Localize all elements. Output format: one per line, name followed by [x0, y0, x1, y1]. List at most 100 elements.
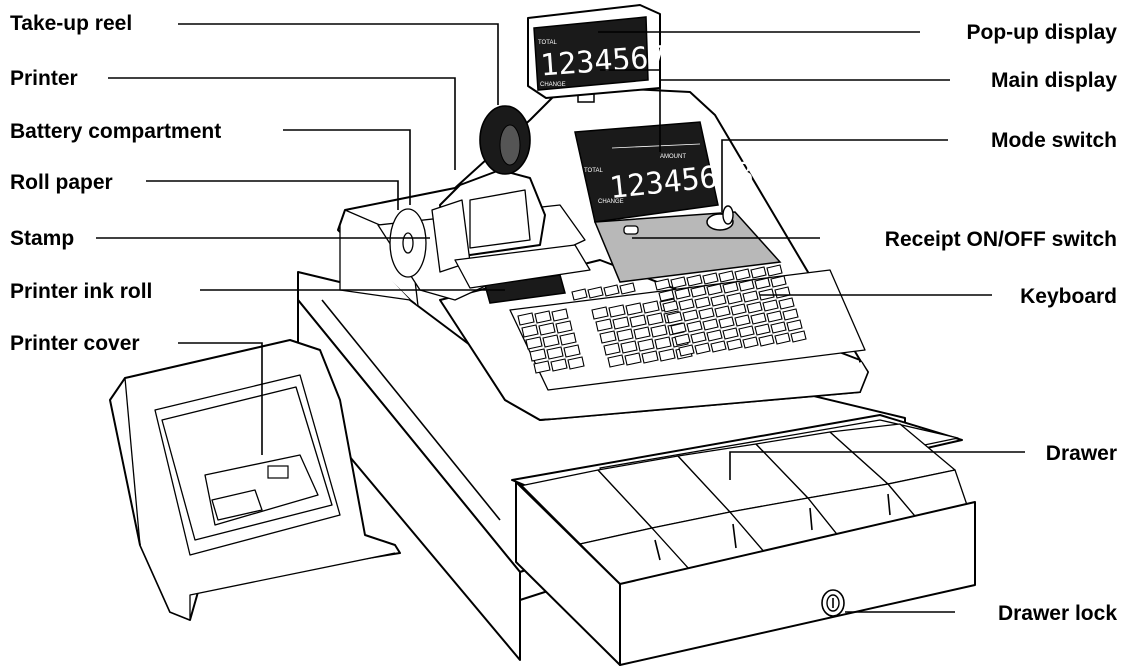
keyboard-key-left[interactable]: [521, 324, 539, 338]
keyboard-key-dept[interactable]: [770, 321, 787, 334]
keyboard-key-left[interactable]: [555, 320, 573, 334]
keyboard-key-dept[interactable]: [766, 264, 783, 277]
keyboard-key-dept[interactable]: [694, 296, 711, 309]
keyboard-key-left[interactable]: [563, 344, 581, 358]
keyboard-key-numeric[interactable]: [650, 324, 668, 338]
keyboard-key-dept[interactable]: [746, 301, 763, 314]
keyboard-key-dept[interactable]: [742, 290, 759, 303]
keyboard-key-dept[interactable]: [666, 311, 683, 324]
keyboard-key-dept[interactable]: [706, 283, 723, 296]
keyboard-key-dept[interactable]: [714, 305, 731, 318]
keyboard-key-dept[interactable]: [658, 289, 675, 302]
keyboard-key-left[interactable]: [533, 360, 551, 374]
keyboard-key-numeric[interactable]: [612, 316, 630, 330]
keyboard-key-dept[interactable]: [670, 276, 687, 289]
drawer-lock-icon[interactable]: [821, 589, 845, 617]
drawer[interactable]: [511, 414, 976, 666]
keyboard-key-dept[interactable]: [778, 297, 795, 310]
keyboard-key-dept[interactable]: [722, 281, 739, 294]
keyboard-key-dept[interactable]: [750, 266, 767, 279]
keyboard-key-dept[interactable]: [782, 308, 799, 321]
keyboard-key-dept[interactable]: [790, 330, 807, 343]
keyboard-key-dept[interactable]: [690, 331, 707, 344]
keyboard-key-dept[interactable]: [682, 309, 699, 322]
keyboard-key-dept[interactable]: [734, 314, 751, 327]
receipt-switch-icon[interactable]: [623, 225, 639, 235]
keyboard-key-dept[interactable]: [662, 300, 679, 313]
keyboard-key-numeric[interactable]: [641, 350, 659, 364]
keyboard-key-dept[interactable]: [766, 310, 783, 323]
keyboard-key-top[interactable]: [619, 282, 636, 295]
keyboard-key-dept[interactable]: [730, 303, 747, 316]
keyboard-key-numeric[interactable]: [642, 300, 660, 314]
keyboard-key-dept[interactable]: [710, 340, 727, 353]
keyboard-key-numeric[interactable]: [620, 340, 638, 354]
keyboard-key-numeric[interactable]: [607, 354, 625, 368]
keyboard-key-numeric[interactable]: [646, 312, 664, 326]
keyboard-key-dept[interactable]: [726, 338, 743, 351]
keyboard-key-numeric[interactable]: [625, 302, 643, 316]
keyboard-key-top[interactable]: [571, 288, 588, 301]
keyboard-key-left[interactable]: [538, 322, 556, 336]
keyboard-key-dept[interactable]: [674, 333, 691, 346]
keyboard-key-dept[interactable]: [734, 268, 751, 281]
keyboard-key-dept[interactable]: [726, 292, 743, 305]
keyboard-key-dept[interactable]: [786, 319, 803, 332]
keyboard-key-dept[interactable]: [694, 342, 711, 355]
keyboard-key-left[interactable]: [546, 346, 564, 360]
keyboard-key-dept[interactable]: [706, 329, 723, 342]
keyboard-key-dept[interactable]: [654, 278, 671, 291]
keyboard-key-dept[interactable]: [702, 272, 719, 285]
keyboard-key-left[interactable]: [551, 308, 569, 322]
keyboard-key-dept[interactable]: [738, 325, 755, 338]
keyboard-key-dept[interactable]: [718, 270, 735, 283]
keyboard-key-dept[interactable]: [754, 323, 771, 336]
mode-switch-icon[interactable]: [706, 205, 734, 231]
keyboard-key-numeric[interactable]: [599, 330, 617, 344]
keyboard-key-left[interactable]: [559, 332, 577, 346]
keyboard-key-dept[interactable]: [686, 320, 703, 333]
keyboard-key-dept[interactable]: [710, 294, 727, 307]
keyboard-key-dept[interactable]: [774, 332, 791, 345]
keyboard-key-dept[interactable]: [674, 287, 691, 300]
keyboard-key-dept[interactable]: [678, 298, 695, 311]
keyboard-key-left[interactable]: [567, 356, 585, 370]
keyboard-key-numeric[interactable]: [616, 328, 634, 342]
keyboard-key-numeric[interactable]: [629, 314, 647, 328]
keyboard-key-dept[interactable]: [698, 307, 715, 320]
pop-up-display: 12345678 TOTAL CHANGE: [527, 4, 686, 103]
printer-cover[interactable]: [109, 339, 401, 621]
keyboard-key-left[interactable]: [517, 312, 535, 326]
keyboard-key-numeric[interactable]: [637, 338, 655, 352]
keyboard-key-dept[interactable]: [762, 299, 779, 312]
keyboard-key-numeric[interactable]: [608, 304, 626, 318]
keyboard-key-top[interactable]: [587, 286, 604, 299]
keyboard-key-left[interactable]: [542, 334, 560, 348]
keyboard-key-left[interactable]: [525, 336, 543, 350]
keyboard-key-numeric[interactable]: [658, 348, 676, 362]
keyboard-key-numeric[interactable]: [603, 342, 621, 356]
keyboard-key-left[interactable]: [534, 310, 552, 324]
keyboard-key-numeric[interactable]: [591, 306, 609, 320]
keyboard-key-dept[interactable]: [738, 279, 755, 292]
keyboard-key-dept[interactable]: [702, 318, 719, 331]
keyboard-key-dept[interactable]: [750, 312, 767, 325]
keyboard-key-top[interactable]: [603, 284, 620, 297]
keyboard-key-dept[interactable]: [770, 275, 787, 288]
keyboard-key-left[interactable]: [529, 348, 547, 362]
keyboard-key-numeric[interactable]: [595, 318, 613, 332]
keyboard-key-dept[interactable]: [678, 344, 695, 357]
keyboard-key-dept[interactable]: [742, 336, 759, 349]
keyboard-key-numeric[interactable]: [654, 336, 672, 350]
keyboard-key-dept[interactable]: [670, 322, 687, 335]
keyboard-key-numeric[interactable]: [633, 326, 651, 340]
label-printer-cover: Printer cover: [10, 332, 140, 355]
keyboard-key-numeric[interactable]: [624, 352, 642, 366]
keyboard-key-left[interactable]: [550, 358, 568, 372]
keyboard-key-dept[interactable]: [758, 334, 775, 347]
keyboard-key-dept[interactable]: [690, 285, 707, 298]
keyboard-key-dept[interactable]: [754, 277, 771, 290]
keyboard-key-dept[interactable]: [722, 327, 739, 340]
keyboard-key-dept[interactable]: [686, 274, 703, 287]
keyboard-key-dept[interactable]: [718, 316, 735, 329]
